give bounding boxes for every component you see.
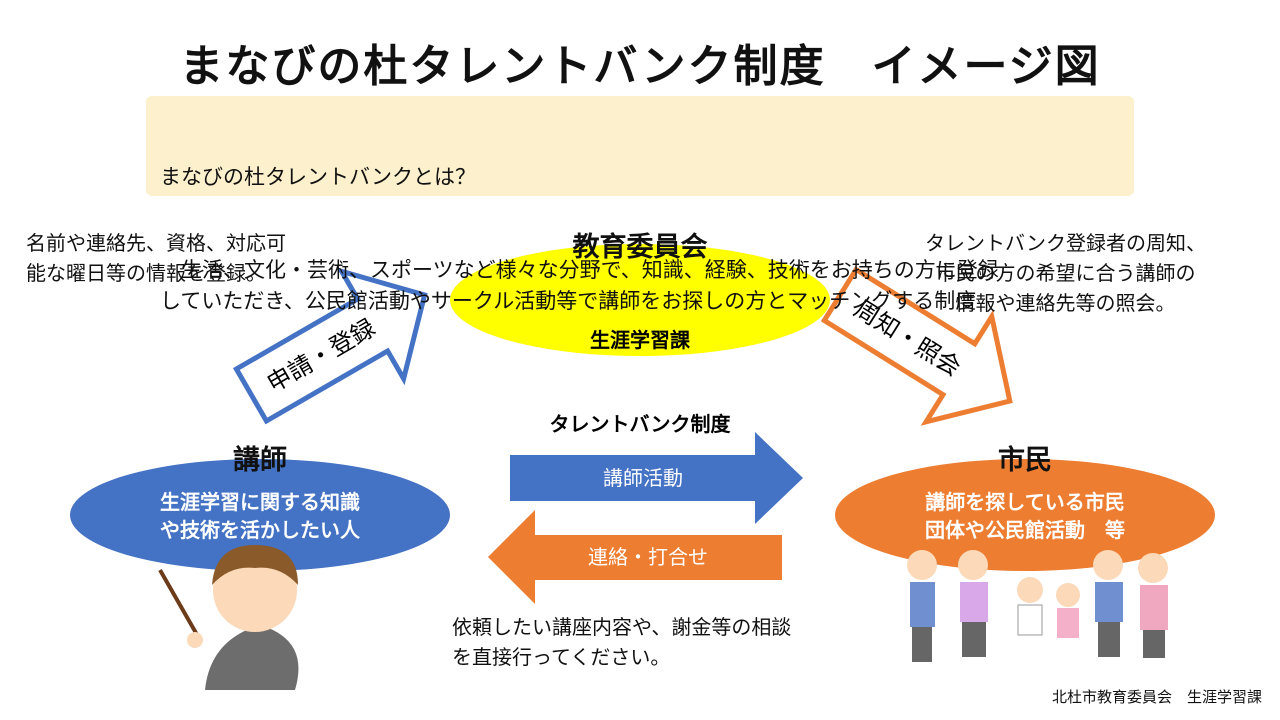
intro-body: 生活、文化・芸術、スポーツなど様々な分野で、知識、経験、技術をお持ちの方に登録 … <box>160 258 999 313</box>
citizen-heading: 市民 <box>998 445 1052 476</box>
register-note: 名前や連絡先、資格、対応可 能な曜日等の情報を登録。 <box>26 231 286 285</box>
board-text: 生涯学習課 タレントバンク制度 <box>450 270 830 466</box>
citizen-desc: 講師を探している市民 団体や公民館活動 等 <box>925 490 1125 542</box>
page-title: まなびの杜タレントバンク制度 イメージ図 <box>179 41 1101 92</box>
board-line2: タレントバンク制度 <box>549 412 731 436</box>
board-heading: 教育委員会 <box>572 232 708 263</box>
inform-note: タレントバンク登録者の周知、 市民の方の希望に合う講師の 情報や連絡先等の照会。 <box>925 231 1206 315</box>
footer: 北杜市教育委員会 生涯学習課 <box>1051 688 1262 706</box>
contact-arrow-label: 連絡・打合せ <box>588 545 708 569</box>
citizen-ellipse <box>835 459 1215 571</box>
intro-heading: まなびの杜タレントバンクとは？ <box>160 165 477 189</box>
activity-arrow-label: 講師活動 <box>603 466 683 490</box>
consult-note: 依頼したい講座内容や、謝金等の相談 を直接行ってください。 <box>452 615 792 669</box>
lecturer-heading: 講師 <box>233 445 287 476</box>
contact-arrow: 連絡・打合せ <box>488 510 782 604</box>
board-line1: 生涯学習課 <box>590 328 690 352</box>
citizens-illustration <box>907 550 1168 662</box>
lecturer-desc: 生涯学習に関する知識 や技術を活かしたい人 <box>160 490 360 542</box>
lecturer-illustration <box>158 545 299 690</box>
activity-arrow: 講師活動 <box>510 432 803 524</box>
lecturer-ellipse <box>70 459 450 571</box>
board-ellipse <box>450 244 830 356</box>
intro-box: まなびの杜タレントバンクとは？ 生活、文化・芸術、スポーツなど様々な分野で、知識… <box>146 96 1134 313</box>
